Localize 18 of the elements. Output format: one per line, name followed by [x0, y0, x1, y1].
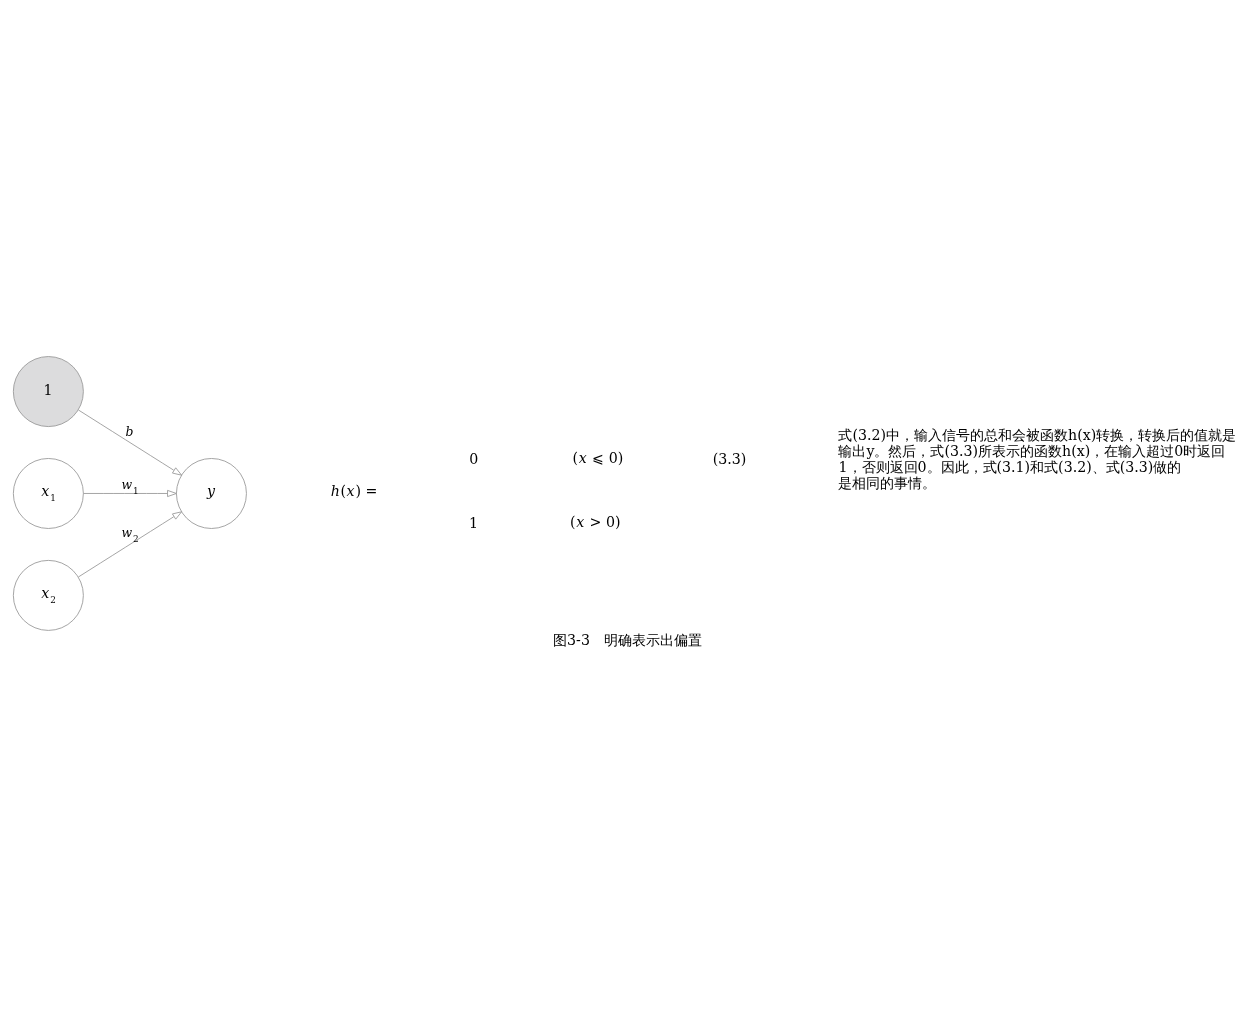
label: h(x) =: [330, 482, 378, 499]
arrow: [78, 510, 182, 577]
node-circle: y: [176, 457, 247, 529]
label: 式(3.2)中，输入信号的总和会被函数h(x)转换，转换后的值就是输出y。然后，式(3.3)所表示的函数h(x)，在输入超过0时返回1，否则返回0。因此，式(3.1)和式(3.2)、式(3.3)做的是相同的事情。: [838, 426, 1237, 491]
caption: 图3-3 明确表示出偏置: [553, 631, 702, 648]
label: (x > 0): [569, 513, 621, 530]
arrow: [78, 409, 182, 476]
node-circle: x$_{1}$: [12, 457, 84, 529]
label: 1: [468, 514, 478, 531]
arrow: [83, 489, 177, 497]
edge-label: w$_{1}$: [121, 476, 139, 496]
edge-label: w$_{2}$: [121, 524, 139, 544]
node-circle: x$_{2}$: [12, 559, 84, 631]
edge-label: b: [125, 423, 134, 439]
label: (3.3): [712, 450, 747, 467]
label: (x ⩽ 0): [572, 449, 624, 466]
node-circle: 1: [12, 355, 84, 427]
label: 0: [469, 450, 479, 467]
